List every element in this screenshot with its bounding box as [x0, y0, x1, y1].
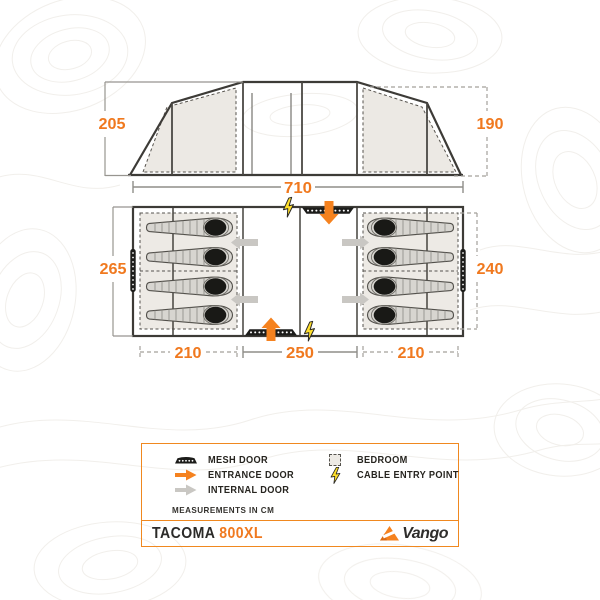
side-vent-left	[130, 249, 136, 292]
side-panel-right	[362, 87, 457, 173]
living-width-label: 250	[286, 345, 314, 362]
legend: MESH DOOR ENTRANCE DOOR INTERNAL DOOR	[142, 444, 458, 520]
vango-logo: Vango	[379, 525, 448, 543]
height-right-bracket	[370, 86, 488, 177]
tent-profile	[129, 80, 462, 176]
entrance-arrow-top	[319, 201, 339, 225]
height-right-label: 190	[477, 116, 504, 133]
depth-total-label: 265	[100, 261, 127, 278]
legend-item-bedroom: BEDROOM	[323, 453, 412, 467]
bedroom-right-width-label: 210	[398, 345, 425, 362]
floor-plan: 265 240 210 250	[100, 196, 504, 362]
legend-item-mesh-door: MESH DOOR	[174, 453, 273, 467]
total-width-bracket	[132, 181, 464, 193]
legend-label: CABLE ENTRY POINT	[357, 469, 459, 481]
legend-item-cable-entry: CABLE ENTRY POINT	[323, 466, 468, 484]
mesh-door-icon	[174, 455, 198, 465]
internal-door-icon	[174, 484, 198, 496]
legend-label: BEDROOM	[357, 454, 408, 466]
bedroom-left-width-bracket	[139, 346, 238, 358]
entrance-door-icon	[174, 469, 198, 481]
living-width-bracket	[242, 346, 358, 358]
title-bar: TACOMA 800XL Vango	[142, 520, 458, 546]
door-frame-poles	[251, 93, 292, 174]
cable-entry-bottom	[301, 320, 318, 342]
legend-label: INTERNAL DOOR	[208, 484, 290, 496]
legend-label: ENTRANCE DOOR	[208, 469, 295, 481]
side-vent-right	[460, 249, 466, 292]
internal-door-arrows	[231, 235, 369, 307]
cable-entry-icon	[323, 466, 347, 484]
legend-label: MESH DOOR	[208, 454, 269, 466]
legend-item-internal-door: INTERNAL DOOR	[174, 483, 296, 497]
side-elevation: 205 190 710	[99, 80, 504, 197]
bedroom-icon	[323, 454, 347, 466]
measurements-note: MEASUREMENTS IN CM	[172, 505, 275, 515]
product-title: TACOMA 800XL	[152, 525, 263, 543]
total-width-label: 710	[284, 180, 312, 197]
bedroom-depth-bracket	[460, 212, 478, 330]
product-model: TACOMA	[152, 524, 215, 542]
entrance-arrow-bottom	[261, 317, 281, 341]
vango-triangle-icon	[380, 526, 400, 541]
height-left-label: 205	[99, 116, 126, 133]
legend-item-entrance-door: ENTRANCE DOOR	[174, 468, 302, 482]
height-left-bracket	[104, 81, 243, 177]
depth-total-bracket	[112, 206, 133, 337]
bedroom-right-width-bracket	[362, 346, 459, 358]
tent-diagram: 205 190 710	[99, 80, 504, 362]
elevation-seams	[171, 82, 428, 175]
brand-name: Vango	[402, 524, 448, 542]
product-variant: 800XL	[219, 524, 263, 542]
side-panel-left	[142, 87, 237, 173]
bedroom-depth-label: 240	[477, 261, 504, 278]
legend-box: MESH DOOR ENTRANCE DOOR INTERNAL DOOR	[141, 443, 459, 547]
bedroom-left-width-label: 210	[175, 345, 202, 362]
